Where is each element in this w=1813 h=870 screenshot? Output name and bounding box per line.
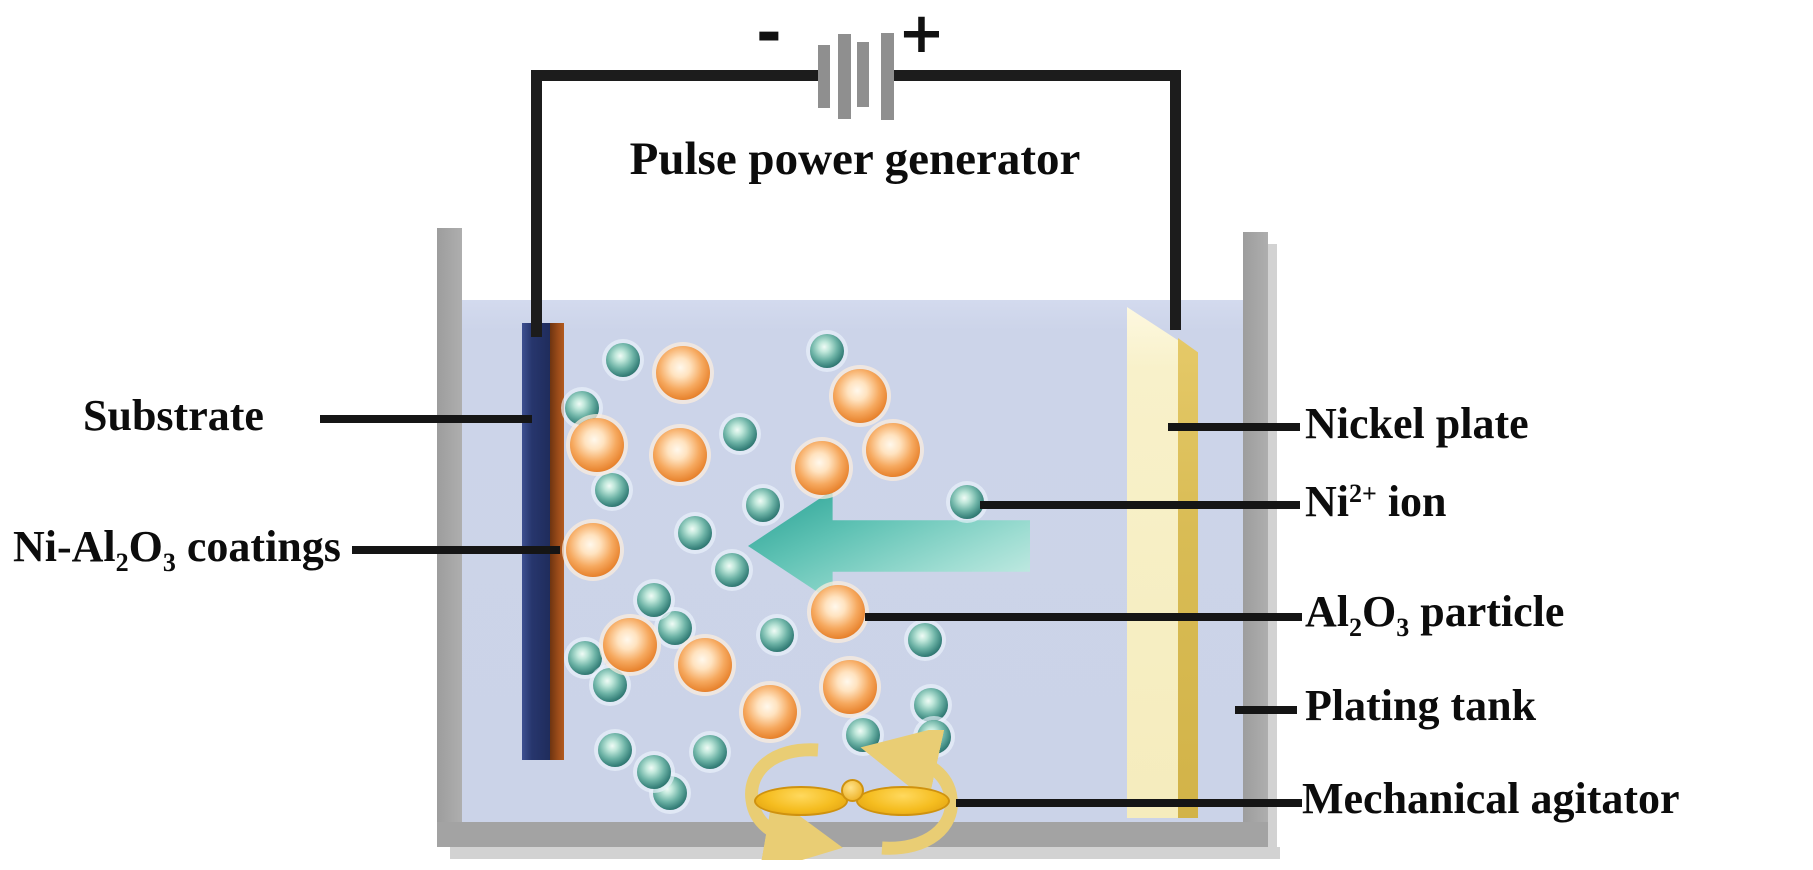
leader-line-al2o3-particle (865, 613, 1302, 621)
ni-al2o3-coating-layer (550, 323, 564, 760)
nickel-plate-electrode (1127, 307, 1178, 818)
label-mechanical-agitator: Mechanical agitator (1302, 774, 1680, 823)
label-nickel-plate: Nickel plate (1305, 399, 1529, 448)
leader-line-nickel-plate (1168, 423, 1300, 431)
leader-line-coatings (352, 546, 560, 554)
plating-tank-bottom (437, 822, 1268, 847)
diagram-title: Pulse power generator (629, 133, 1081, 185)
wire-right-vertical (1170, 70, 1181, 330)
wire-left-vertical (531, 70, 542, 337)
label-ni-al2o3-coatings: Ni-Al2O3 coatings (13, 522, 341, 577)
leader-line-ni-ion (980, 501, 1300, 509)
tank-shadow (1268, 244, 1277, 858)
label-substrate: Substrate (83, 391, 264, 440)
substrate-electrode (522, 323, 550, 760)
battery-plate-icon (881, 33, 894, 120)
negative-pole-sign: - (756, 0, 782, 69)
plating-tank-right-wall (1243, 232, 1268, 847)
label-plating-tank: Plating tank (1305, 681, 1537, 730)
agitator-rotation-arrows (745, 730, 958, 860)
leader-line-substrate (320, 415, 532, 423)
battery-plate-icon (838, 34, 851, 119)
tank-shadow (450, 847, 1280, 859)
leader-line-agitator (956, 799, 1302, 807)
rotation-arrow-right (860, 730, 958, 855)
positive-pole-sign: + (898, 1, 945, 66)
label-al2o3-particle: Al2O3 particle (1305, 587, 1565, 642)
battery-plate-icon (818, 45, 830, 108)
battery-plate-icon (857, 42, 869, 107)
nickel-plate-edge (1178, 338, 1198, 818)
label-ni-ion: Ni2+ ion (1305, 477, 1447, 526)
agitator-hub (841, 779, 864, 802)
wire-left-horizontal (531, 70, 819, 81)
leader-line-plating-tank (1235, 706, 1297, 714)
rotation-arrow-left (745, 743, 843, 860)
plating-tank-left-wall (437, 228, 462, 847)
agitator-blade-right (856, 786, 950, 816)
agitator-blade-left (754, 786, 848, 816)
wire-right-horizontal (894, 70, 1181, 81)
